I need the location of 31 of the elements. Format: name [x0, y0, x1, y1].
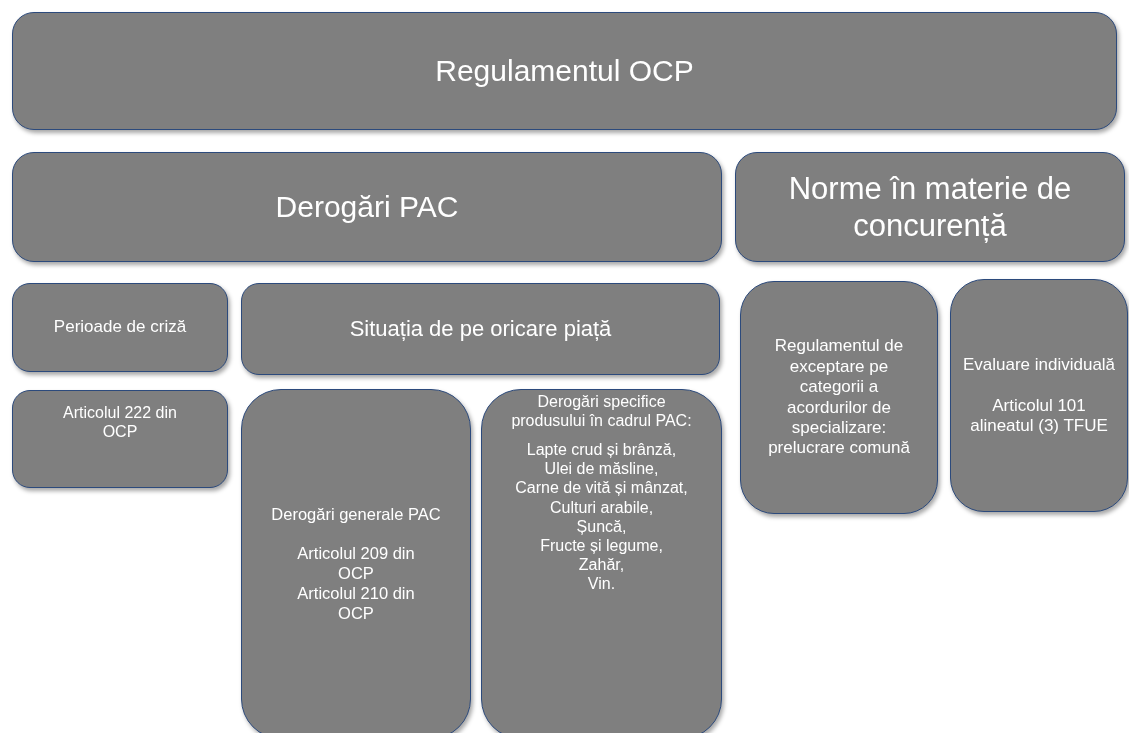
box-heading: Evaluare individuală	[962, 354, 1116, 376]
box-heading: Derogări specifice produsului în cadrul PAC:	[510, 392, 693, 431]
box-heading: Situația de pe oricare piață	[349, 315, 612, 343]
box-text: Articolul 101 alineatul (3) TFUE	[969, 395, 1109, 437]
box-text: Articolul 210 din OCP	[296, 583, 416, 624]
box-heading: Derogări PAC	[275, 189, 459, 225]
category-box	[12, 12, 1117, 130]
box-text: Carne de vită și mânzat,	[515, 478, 688, 498]
box-heading: Norme în materie de concurență	[787, 169, 1073, 245]
category-box	[12, 152, 722, 262]
category-box	[241, 389, 471, 733]
category-box	[740, 281, 938, 514]
box-heading: Articolul 222 din OCP	[62, 403, 178, 442]
box-text: Culturi arabile,	[549, 497, 654, 517]
category-box	[12, 283, 228, 372]
box-text: Vin.	[587, 574, 616, 594]
box-text: Lapte crud și brânză,	[526, 439, 677, 460]
category-box	[735, 152, 1125, 262]
box-heading: Regulamentul de exceptare pe categorii a acordurilor de specializare: prelucrare comună	[767, 336, 911, 459]
box-heading: Perioade de criză	[53, 317, 187, 338]
category-box	[481, 389, 722, 733]
box-text: Șuncă,	[576, 516, 627, 536]
box-text: Ulei de măsline,	[544, 459, 659, 479]
box-text: Fructe și legume,	[540, 535, 663, 556]
box-text: Zahăr,	[578, 555, 625, 575]
category-box	[12, 390, 228, 488]
box-heading: Derogări generale PAC	[271, 504, 441, 525]
category-box	[241, 283, 720, 375]
box-heading: Regulamentul OCP	[435, 53, 694, 89]
category-box	[950, 279, 1128, 512]
box-text: Articolul 209 din OCP	[296, 544, 416, 584]
